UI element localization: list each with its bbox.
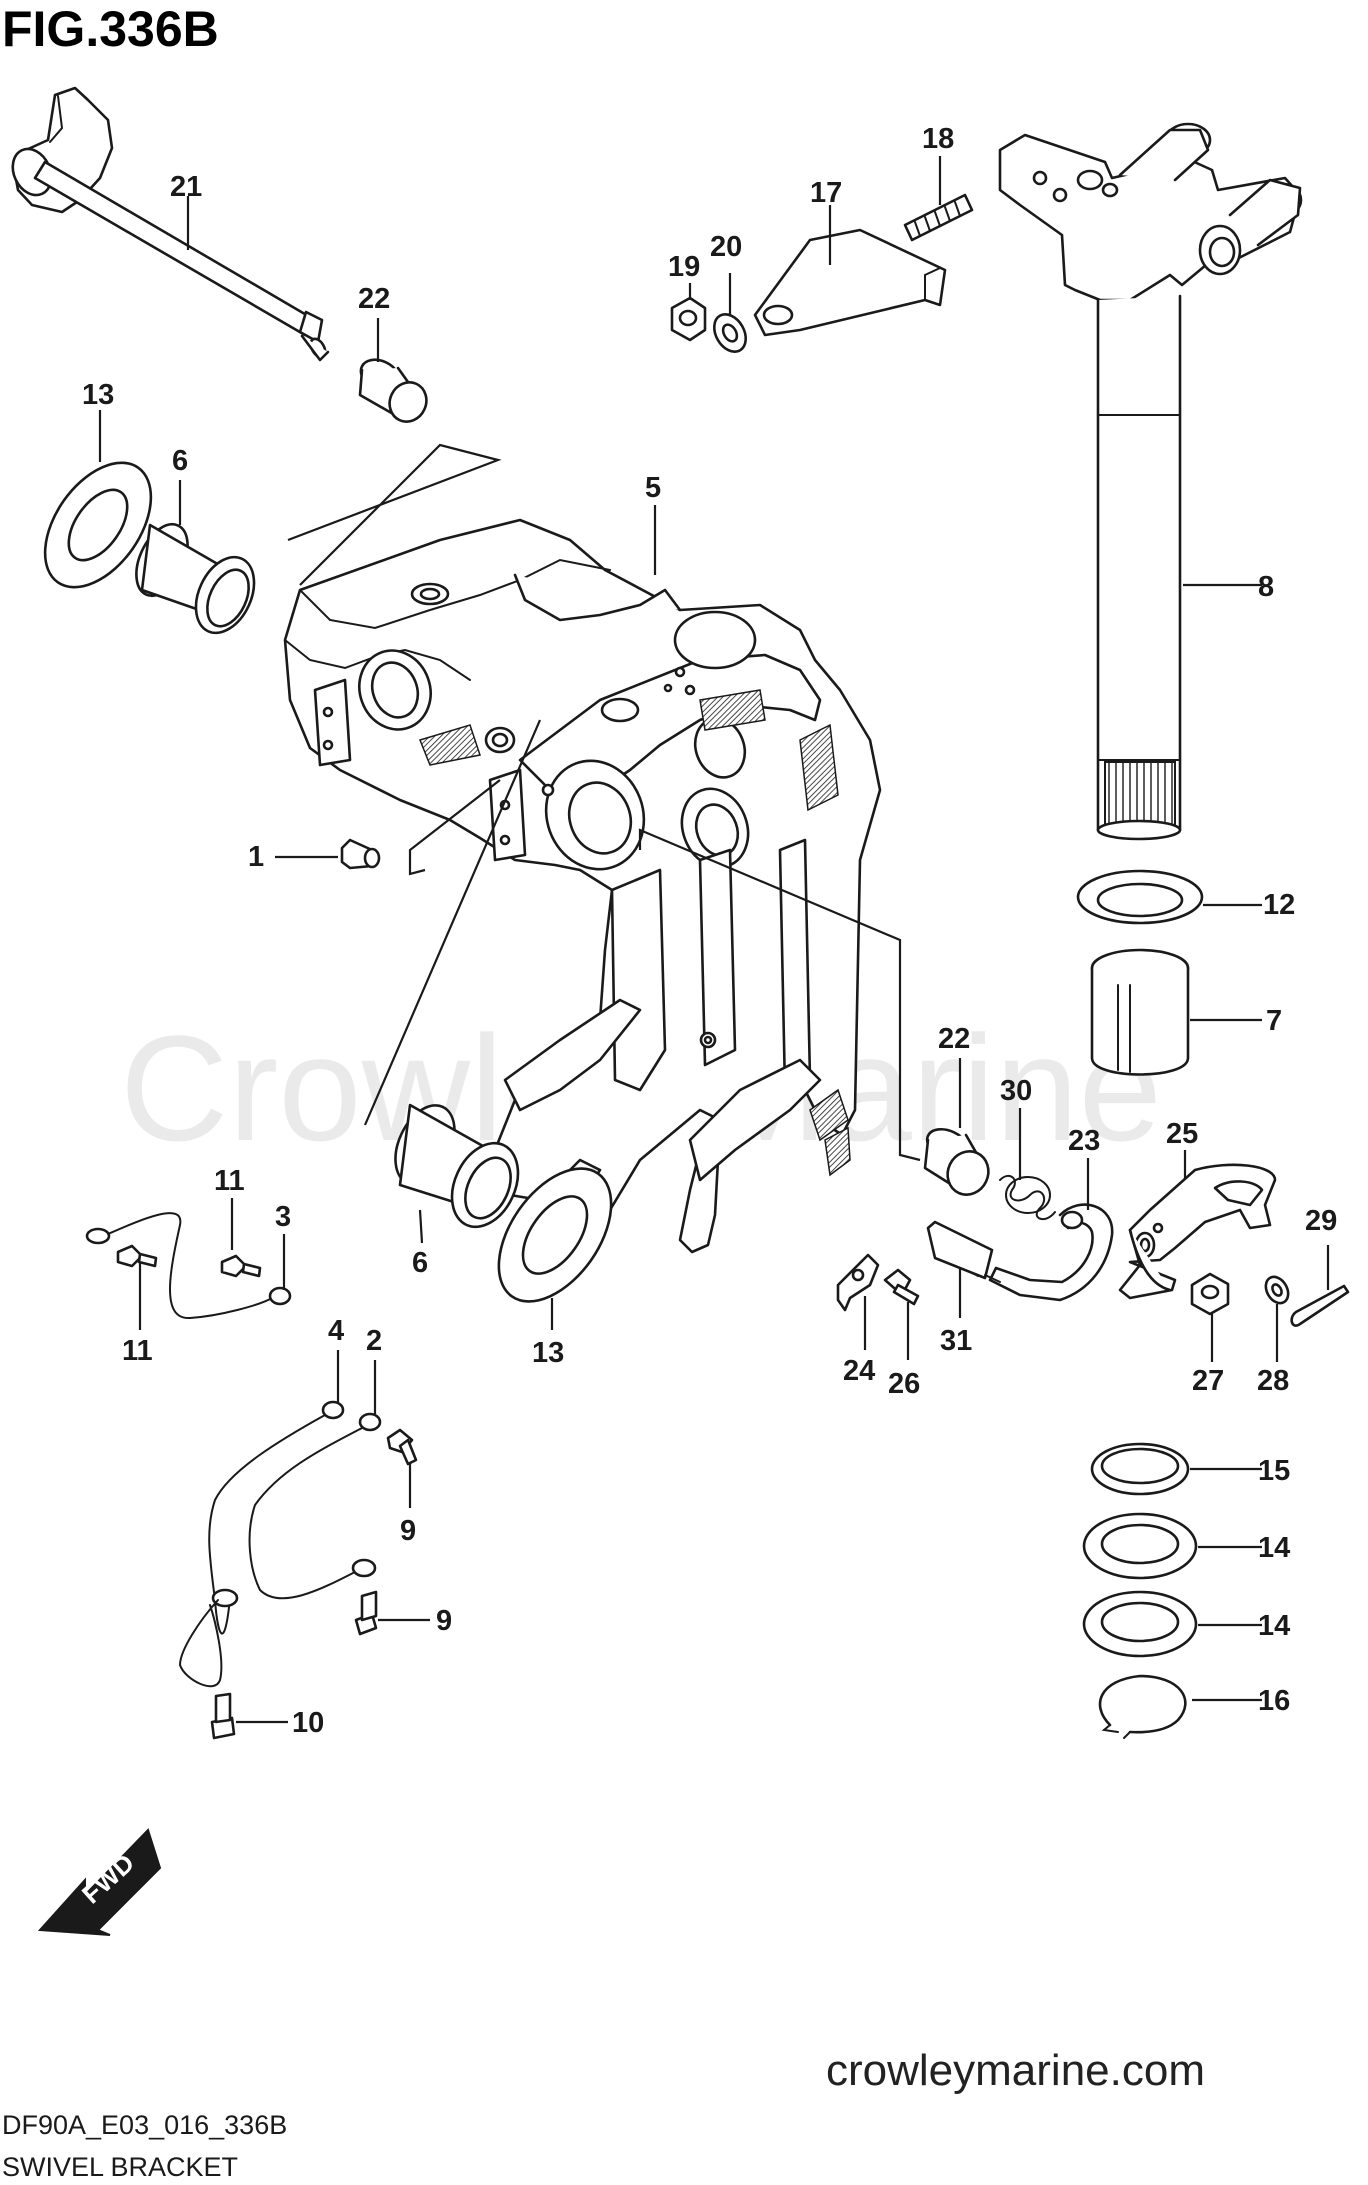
part-13-washer-bottom bbox=[497, 1167, 613, 1303]
website-link[interactable]: crowleymarine.com bbox=[826, 2046, 1205, 2095]
callout-30: 30 bbox=[1000, 1075, 1032, 1107]
callout-5: 5 bbox=[645, 472, 661, 504]
callout-9-b: 9 bbox=[436, 1605, 452, 1637]
callout-11-b: 11 bbox=[122, 1335, 153, 1367]
callout-23: 23 bbox=[1068, 1125, 1100, 1157]
callout-7: 7 bbox=[1266, 1005, 1282, 1037]
part-18-stud bbox=[903, 193, 974, 242]
callout-28: 28 bbox=[1257, 1365, 1289, 1397]
callout-6-bottom: 6 bbox=[412, 1247, 428, 1279]
part-14-washer-b bbox=[1082, 1590, 1198, 1658]
callout-15: 15 bbox=[1258, 1455, 1290, 1487]
callout-6-top: 6 bbox=[172, 445, 188, 477]
part-9-screw-a bbox=[386, 1428, 418, 1466]
part-24-clip bbox=[836, 1253, 880, 1312]
callout-14-a: 14 bbox=[1258, 1532, 1290, 1564]
fwd-arrow-icon: FWD bbox=[37, 1828, 162, 1936]
part-4-ground-wire bbox=[178, 1400, 345, 1688]
part-17-bracket bbox=[753, 228, 947, 337]
part-23-lever bbox=[988, 1203, 1114, 1302]
part-6-bushing-top bbox=[135, 523, 256, 635]
callout-11-a: 11 bbox=[214, 1165, 245, 1197]
part-31-spring bbox=[926, 1220, 1001, 1283]
callout-12: 12 bbox=[1263, 889, 1295, 921]
callout-9-a: 9 bbox=[400, 1515, 416, 1547]
part-3-ground-wire bbox=[85, 1212, 292, 1320]
part-10-screw bbox=[210, 1692, 236, 1740]
part-7-bushing bbox=[1090, 948, 1190, 1076]
callout-14-b: 14 bbox=[1258, 1610, 1290, 1642]
callout-19: 19 bbox=[668, 251, 700, 283]
part-12-washer bbox=[1076, 869, 1204, 925]
callout-2: 2 bbox=[366, 1325, 382, 1357]
part-1-grease-nipple bbox=[340, 838, 381, 870]
callout-26: 26 bbox=[888, 1368, 920, 1400]
callout-18: 18 bbox=[922, 123, 954, 155]
callout-3: 3 bbox=[275, 1201, 291, 1233]
leader-lines bbox=[98, 156, 1330, 1724]
callout-labels: 21 22 13 6 5 8 1 12 7 17 18 19 22 23 20 … bbox=[82, 123, 1337, 1739]
part-11-bolt-a bbox=[116, 1244, 158, 1268]
callout-13-bottom: 13 bbox=[532, 1337, 564, 1369]
part-29-cotter-pin bbox=[1290, 1284, 1350, 1327]
part-22-bushing-top bbox=[358, 358, 428, 423]
callout-25: 25 bbox=[1166, 1118, 1198, 1150]
callout-22-bottom: 22 bbox=[938, 1023, 970, 1055]
part-16-circlip bbox=[1098, 1674, 1187, 1739]
part-15-washer bbox=[1090, 1442, 1190, 1496]
part-19-nut bbox=[670, 296, 707, 342]
part-25-tilt-lock bbox=[1118, 1163, 1277, 1300]
figure-code: DF90A_E03_016_336B bbox=[2, 2110, 287, 2140]
part-22-bushing-bottom bbox=[923, 1127, 990, 1196]
part-14-washer-a bbox=[1082, 1512, 1198, 1580]
callout-1: 1 bbox=[248, 841, 264, 873]
part-30-spring bbox=[999, 1174, 1056, 1221]
callout-10: 10 bbox=[292, 1707, 324, 1739]
part-6-bushing-bottom bbox=[394, 1103, 520, 1229]
callout-31: 31 bbox=[940, 1325, 972, 1357]
callout-4: 4 bbox=[328, 1315, 344, 1347]
part-9-screw-b bbox=[354, 1590, 378, 1636]
callout-8: 8 bbox=[1258, 571, 1274, 603]
callout-27: 27 bbox=[1192, 1365, 1224, 1397]
figure-title: FIG.336B bbox=[2, 1, 219, 57]
callout-21: 21 bbox=[170, 171, 202, 203]
part-20-washer bbox=[712, 313, 748, 353]
callout-29: 29 bbox=[1305, 1205, 1337, 1237]
part-2-ground-wire bbox=[248, 1412, 382, 1600]
part-8-steering-shaft bbox=[998, 122, 1303, 841]
callout-13-top: 13 bbox=[82, 379, 114, 411]
part-27-nut bbox=[1190, 1272, 1230, 1316]
callout-17: 17 bbox=[810, 177, 842, 209]
callout-24-visible: 24 bbox=[843, 1355, 875, 1387]
figure-name: SWIVEL BRACKET bbox=[2, 2152, 238, 2182]
callout-20-visible: 20 bbox=[710, 231, 742, 263]
callout-16: 16 bbox=[1258, 1685, 1290, 1717]
part-11-bolt-b bbox=[220, 1254, 262, 1278]
part-5-swivel-bracket bbox=[283, 518, 882, 1254]
callout-22-top: 22 bbox=[358, 283, 390, 315]
part-21-shaft bbox=[11, 86, 330, 362]
part-28-washer bbox=[1264, 1275, 1290, 1305]
part-13-washer-top bbox=[43, 461, 153, 589]
part-26-screw bbox=[883, 1268, 920, 1306]
